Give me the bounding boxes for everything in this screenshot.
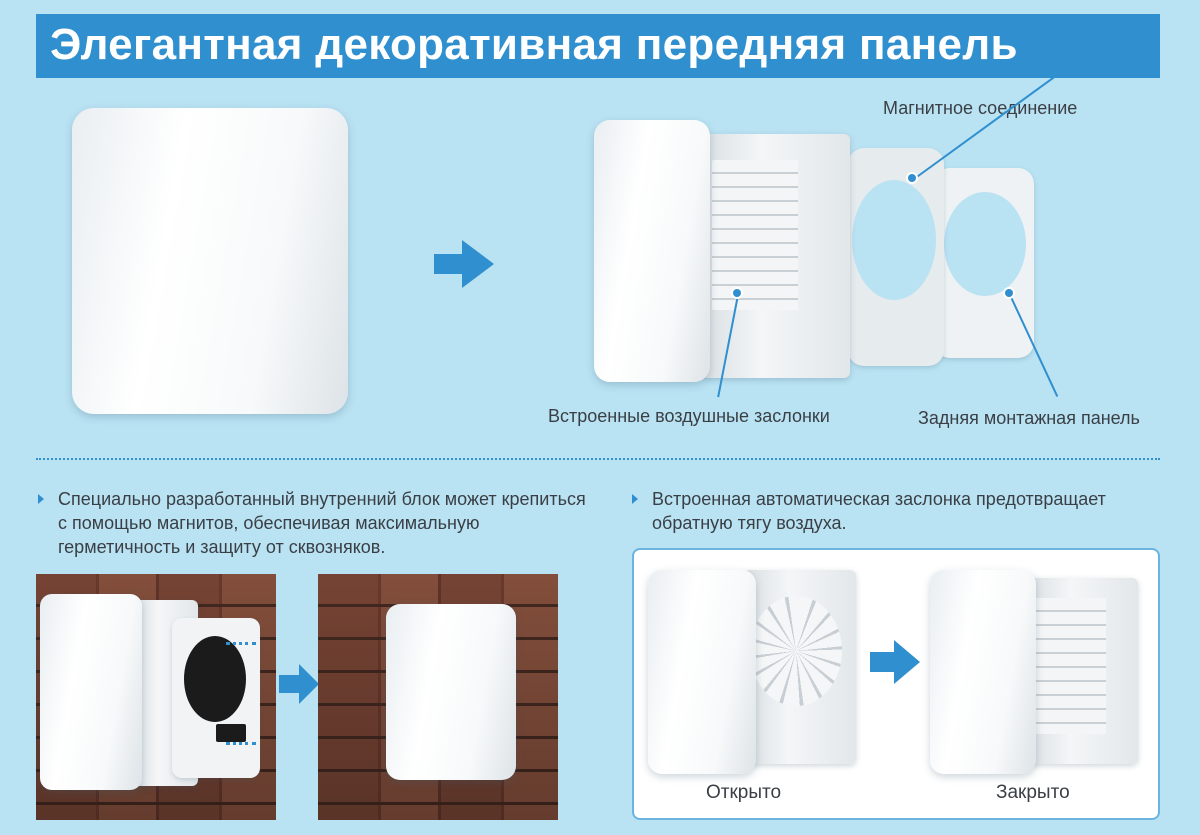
callout-magnetic-label: Магнитное соединение xyxy=(883,98,1078,118)
wall-mount-photo-before xyxy=(36,574,276,820)
state-closed-label: Закрыто xyxy=(996,782,1070,803)
damper-demo-box: Открыто Закрыто xyxy=(632,548,1160,820)
fan-icon xyxy=(750,596,842,706)
bullet-magnet-mount: Специально разработанный внутренний блок… xyxy=(38,487,598,559)
arrow-right-icon xyxy=(226,742,256,745)
bullet-magnet-text: Специально разработанный внутренний блок… xyxy=(58,489,586,557)
arrow-right-icon xyxy=(226,642,256,645)
callout-dot-icon xyxy=(1003,287,1015,299)
state-open-label: Открыто xyxy=(706,782,782,803)
bullet-triangle-icon xyxy=(632,494,638,504)
bullet-triangle-icon xyxy=(38,494,44,504)
page-title: Элегантная декоративная передняя панель xyxy=(50,20,1018,69)
front-panel-image xyxy=(72,108,348,414)
callout-dot-icon xyxy=(731,287,743,299)
callout-dampers-label: Встроенные воздушные заслонки xyxy=(548,406,830,426)
callout-dot-icon xyxy=(906,172,918,184)
title-banner: Элегантная декоративная передняя панель xyxy=(36,14,1160,78)
bullet-auto-damper: Встроенная автоматическая заслонка предо… xyxy=(632,487,1172,535)
wall-mount-photo-after xyxy=(318,574,558,820)
callout-rear-label: Задняя монтажная панель xyxy=(918,408,1140,428)
section-divider xyxy=(36,458,1160,460)
bullet-damper-text: Встроенная автоматическая заслонка предо… xyxy=(652,489,1106,533)
